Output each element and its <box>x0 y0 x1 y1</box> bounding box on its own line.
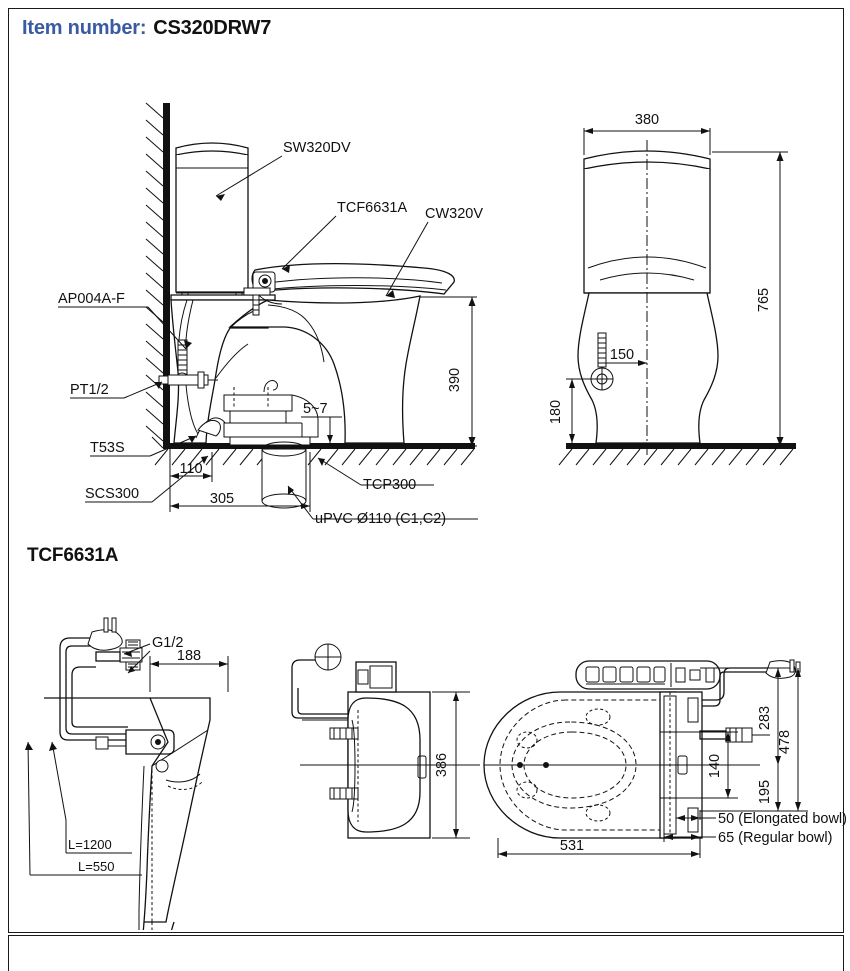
svg-text:TCF6631A: TCF6631A <box>337 200 407 216</box>
supply-line-assembly <box>158 299 218 389</box>
dimension-390: 390 <box>404 296 477 447</box>
svg-text:SW320DV: SW320DV <box>283 140 351 156</box>
svg-text:50 (Elongated bowl): 50 (Elongated bowl) <box>718 811 847 827</box>
dimension-110: 110 <box>169 449 213 482</box>
toilet-bowl-body <box>170 294 421 444</box>
page-border-bottom-panel <box>8 935 844 971</box>
svg-text:CW320V: CW320V <box>425 206 483 222</box>
dimension-386: 386 <box>432 691 470 839</box>
svg-text:180: 180 <box>548 400 564 424</box>
angle-stop-valve <box>158 371 218 389</box>
dimension-380: 380 <box>583 112 711 155</box>
front-elevation: 380 765 150 180 <box>548 112 796 466</box>
label-t53s: T53S <box>90 435 197 457</box>
svg-text:SCS300: SCS300 <box>85 486 139 502</box>
main-assembly-drawing: SW320DV TCF6631A CW320V AP004A-F <box>58 102 796 527</box>
dimension-5-7: 5~7 <box>301 401 342 443</box>
label-upvc: uPVC Ø110 (C1,C2) <box>287 485 478 527</box>
dimension-50-elongated: 50 (Elongated bowl) <box>675 810 847 827</box>
svg-text:188: 188 <box>177 648 201 664</box>
power-plug-side <box>87 617 123 651</box>
seat-side-view: G1/2 L=1200 L=550 <box>25 617 229 923</box>
label-scs300: SCS300 <box>85 455 209 503</box>
dimension-478: 478 <box>700 668 808 812</box>
svg-text:T53S: T53S <box>90 440 125 456</box>
washlet-seat-side <box>243 263 455 316</box>
svg-text:380: 380 <box>635 112 659 128</box>
dimension-765: 765 <box>700 151 788 447</box>
seat-mount-bolt <box>243 287 271 316</box>
item-number-value: CS320DRW7 <box>153 17 272 39</box>
svg-text:PT1/2: PT1/2 <box>70 382 109 398</box>
page-title: Item number: CS320DRW7 <box>22 17 271 40</box>
label-ap004a-f: AP004A-F <box>58 291 192 350</box>
svg-text:305: 305 <box>210 491 234 507</box>
panel-buttons <box>585 663 715 687</box>
label-l550: L=550 <box>25 741 142 876</box>
wall <box>145 102 170 449</box>
svg-text:390: 390 <box>447 368 463 392</box>
power-plug-plan <box>314 643 342 671</box>
front-supply-inlet <box>590 332 614 391</box>
svg-text:L=1200: L=1200 <box>68 837 112 852</box>
dimension-65-regular: 65 (Regular bowl) <box>663 820 832 846</box>
dimension-188: 188 <box>149 648 229 692</box>
section-heading-tcf6631a: TCF6631A <box>27 545 119 566</box>
label-l1200: L=1200 <box>49 741 132 854</box>
svg-text:110: 110 <box>179 461 202 477</box>
dimension-305: 305 <box>169 452 311 512</box>
front-floor <box>558 443 796 466</box>
svg-text:5~7: 5~7 <box>303 401 328 417</box>
svg-text:283: 283 <box>757 706 773 730</box>
control-panel <box>575 660 721 690</box>
item-number-label: Item number: <box>22 17 147 39</box>
svg-text:478: 478 <box>777 730 793 754</box>
svg-text:150: 150 <box>610 347 634 363</box>
dimension-150: 150 <box>602 347 647 366</box>
dimension-195: 195 <box>757 765 781 811</box>
wall-hatch <box>145 102 164 449</box>
cistern-tank <box>175 142 249 300</box>
svg-text:65 (Regular bowl): 65 (Regular bowl) <box>718 830 832 846</box>
svg-text:765: 765 <box>756 288 772 312</box>
svg-text:195: 195 <box>757 780 773 804</box>
inlet-stubs <box>329 727 359 800</box>
label-g12: G1/2 <box>123 635 183 674</box>
seat-detail-drawing: G1/2 L=1200 L=550 <box>25 617 847 930</box>
label-tcf6631a-side: TCF6631A <box>281 200 407 273</box>
dimension-283: 283 <box>700 667 790 765</box>
floor-outlet-assembly <box>185 379 319 509</box>
washlet-unit-plan: 386 <box>291 643 480 839</box>
dimension-180: 180 <box>548 378 600 443</box>
svg-text:G1/2: G1/2 <box>152 635 183 651</box>
seat-hinge <box>252 271 283 305</box>
dimension-531: 531 <box>498 838 700 857</box>
label-pt12: PT1/2 <box>70 381 163 399</box>
label-tcp300: TCP300 <box>317 457 434 493</box>
dimension-140: 140 <box>660 731 738 799</box>
label-sw320dv: SW320DV <box>215 140 351 201</box>
side-elevation: SW320DV TCF6631A CW320V AP004A-F <box>58 102 483 527</box>
seat-profile-tail <box>138 910 175 930</box>
top-connector <box>355 661 397 693</box>
front-bowl <box>577 292 719 444</box>
svg-text:AP004A-F: AP004A-F <box>58 291 125 307</box>
label-cw320v: CW320V <box>385 206 483 298</box>
svg-text:140: 140 <box>707 754 723 778</box>
front-floor-hatch <box>558 448 794 466</box>
seat-top-view: 283 478 140 195 <box>483 659 847 858</box>
svg-text:L=550: L=550 <box>78 859 115 874</box>
right-plug <box>765 659 801 679</box>
svg-text:386: 386 <box>434 753 450 777</box>
svg-text:531: 531 <box>560 838 584 854</box>
